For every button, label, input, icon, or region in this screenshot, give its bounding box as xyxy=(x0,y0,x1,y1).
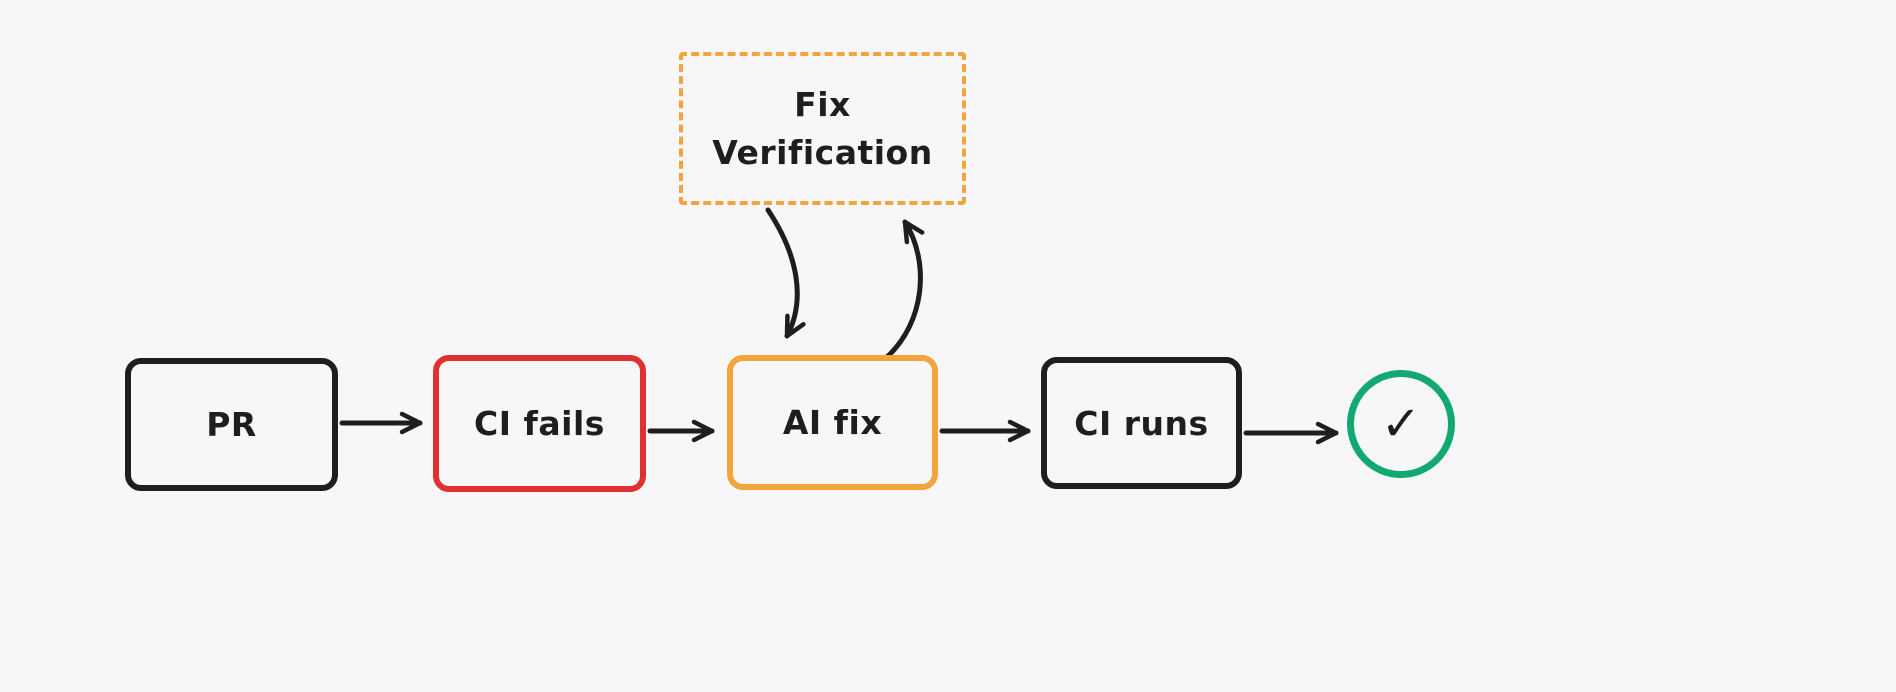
node-ai-fix-label: AI fix xyxy=(782,403,883,442)
checkmark-icon: ✓ xyxy=(1380,396,1422,452)
node-ci-fails: CI fails xyxy=(433,355,646,492)
node-ci-fails-label: CI fails xyxy=(474,404,605,443)
node-fix-verification: Fix Verification xyxy=(679,52,966,205)
node-ai-fix: AI fix xyxy=(727,355,938,490)
node-fix-verification-label: Fix Verification xyxy=(712,84,933,172)
node-ci-runs-label: CI runs xyxy=(1074,403,1209,443)
node-ci-runs: CI runs xyxy=(1041,357,1242,489)
arrow-ai-fix-to-fix-verification xyxy=(884,219,925,360)
node-pr-label: PR xyxy=(206,405,257,444)
node-pr: PR xyxy=(125,358,338,491)
node-success: ✓ xyxy=(1347,370,1455,478)
arrow-fix-verification-to-ai-fix xyxy=(765,207,806,339)
